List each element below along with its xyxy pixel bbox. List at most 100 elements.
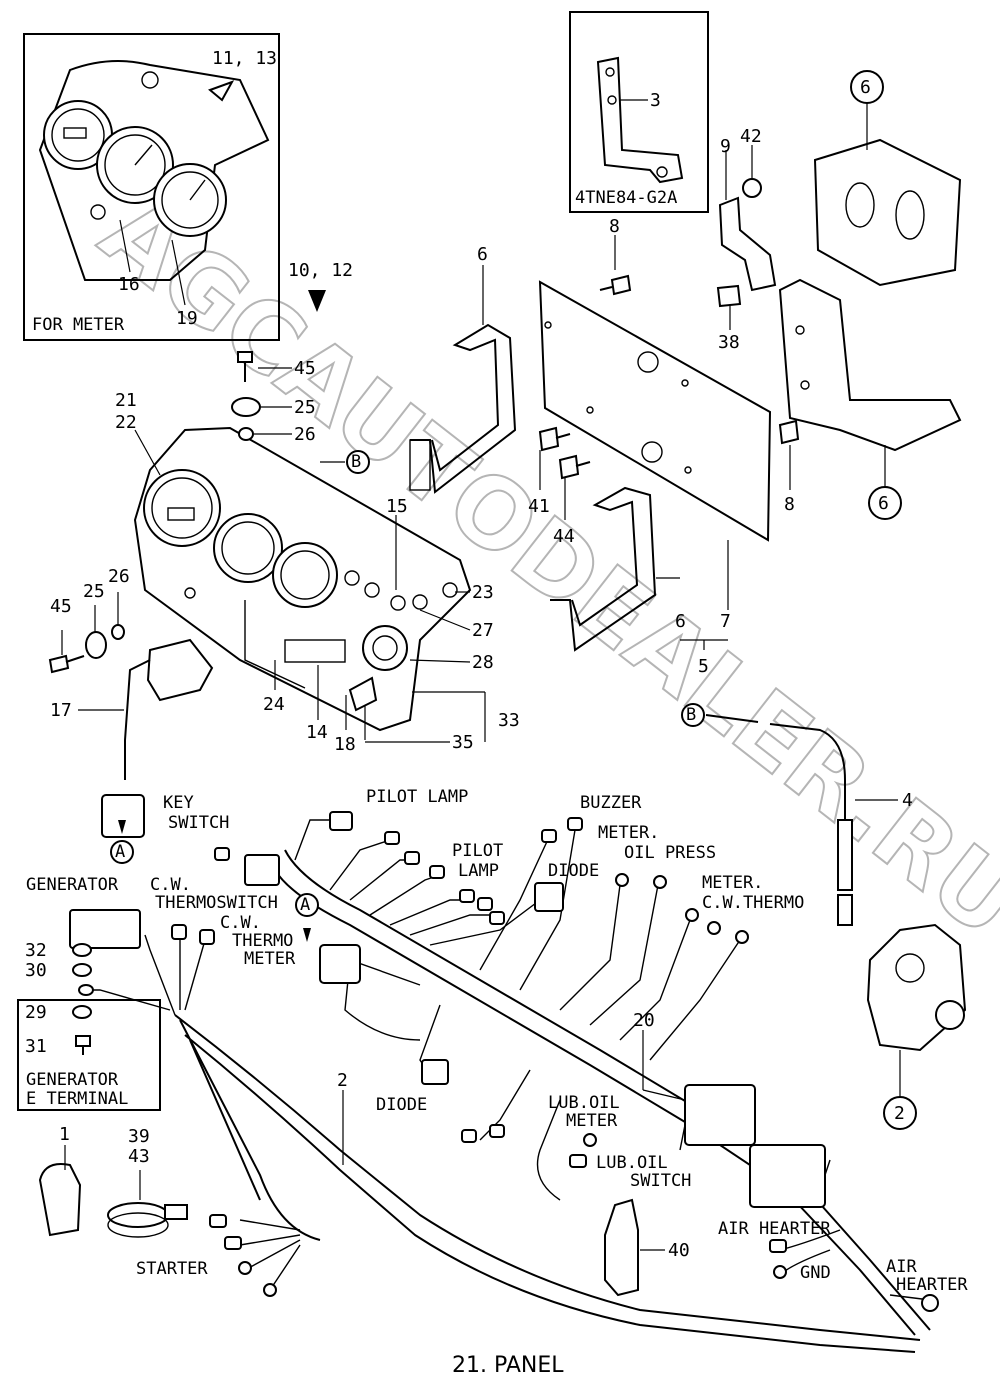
part-43: 43 <box>128 1146 150 1167</box>
washer-30 <box>72 963 92 977</box>
part-20: 20 <box>633 1010 655 1031</box>
cw-thermometer-label-2: THERMO <box>232 931 293 951</box>
pilot-lamp-top-label: PILOT LAMP <box>366 787 468 807</box>
gnd-label: GND <box>800 1263 831 1283</box>
part-2-b: 2 <box>894 1103 905 1124</box>
view-arrow-icon <box>208 80 235 102</box>
generator-e-terminal-label-2: E TERMINAL <box>26 1089 128 1109</box>
inset-generator-e-terminal: GENERATOR E TERMINAL <box>17 999 161 1111</box>
lub-oil-meter-label-2: METER <box>566 1111 618 1131</box>
lamp-socket-4 <box>412 594 428 610</box>
part-22: 22 <box>115 412 137 433</box>
inset-for-meter: 11, 13 16 19 FOR METER <box>23 33 280 341</box>
bracket-9 <box>718 196 777 292</box>
part-17: 17 <box>50 700 72 721</box>
part-28: 28 <box>472 652 494 673</box>
part-2-a: 2 <box>337 1070 348 1091</box>
meter-19-gauge <box>153 163 227 237</box>
cable-4 <box>681 703 853 926</box>
buzzer-label: BUZZER <box>580 793 642 813</box>
label-plate <box>284 639 346 663</box>
panel-mount-hole <box>184 587 196 599</box>
key-switch <box>348 625 408 712</box>
lamp-socket-3 <box>390 595 406 611</box>
meter-gauge-main <box>143 469 221 547</box>
part-44: 44 <box>553 526 575 547</box>
cw-thermometer-label-1: C.W. <box>220 913 261 933</box>
lub-oil-switch-label-2: SWITCH <box>630 1171 691 1191</box>
lamp-socket-2 <box>364 582 380 598</box>
diode-top-label: DIODE <box>548 861 599 881</box>
view-arrow-10-12-icon <box>308 290 326 312</box>
ref-b-circle <box>346 450 370 474</box>
pilot-lamp-label-1: PILOT <box>452 841 503 861</box>
part-3: 3 <box>650 90 661 111</box>
ref-b-label-2: B <box>686 705 696 725</box>
clamp-39-43 <box>107 1202 188 1238</box>
part-27: 27 <box>472 620 494 641</box>
ref-a-label-2: A <box>300 895 310 915</box>
leader-lines <box>61 145 898 1251</box>
oil-pressure-switch-2 <box>866 923 967 1052</box>
key-switch-label-1: KEY <box>163 793 194 813</box>
lamp-socket-1 <box>344 570 360 586</box>
boot-1 <box>38 1163 82 1237</box>
nut-32 <box>72 943 92 957</box>
ref-a-label-1: A <box>115 842 125 862</box>
cw-thermoswitch-label-2: THERMOSWITCH <box>155 893 278 913</box>
part-6-d: 6 <box>675 611 686 632</box>
part-14: 14 <box>306 722 328 743</box>
ref-a-circle-2 <box>295 893 319 917</box>
meter-cw-label-1: METER. <box>702 873 763 893</box>
part-31: 31 <box>25 1036 47 1057</box>
meter-oil-label-1: METER. <box>598 823 659 843</box>
part-29: 29 <box>25 1002 47 1023</box>
key-switch-label-2: SWITCH <box>168 813 229 833</box>
part-labels: 6 6 6 6 8 8 9 42 38 45 25 26 21 22 15 41… <box>25 77 913 1261</box>
part-1: 1 <box>59 1124 70 1145</box>
part-8-a: 8 <box>609 216 620 237</box>
part-6-c: 6 <box>878 493 889 514</box>
pilot-lamp-label-2: LAMP <box>458 861 499 881</box>
meter-gauge-center <box>96 126 174 204</box>
part-33: 33 <box>498 710 520 731</box>
cw-thermometer-label-3: METER <box>244 949 296 969</box>
part-11-13: 11, 13 <box>212 48 277 69</box>
part-6-a: 6 <box>477 244 488 265</box>
part-9: 9 <box>720 136 731 157</box>
panel-hole <box>442 582 458 598</box>
meter-opening <box>272 542 338 608</box>
part-4: 4 <box>902 790 913 811</box>
model-label: 4TNE84-G2A <box>575 188 677 208</box>
part-8-b: 8 <box>784 494 795 515</box>
part-32: 32 <box>25 940 47 961</box>
meter-cw-label-2: C.W.THERMO <box>702 893 804 913</box>
mounting-plate-7 <box>538 280 772 542</box>
part-10-12: 10, 12 <box>288 260 353 281</box>
meter-oil-label-2: OIL PRESS <box>624 843 716 863</box>
part-24: 24 <box>263 694 285 715</box>
bracket-right-6 <box>778 278 962 452</box>
part-7: 7 <box>720 611 731 632</box>
generator-e-terminal-label-1: GENERATOR <box>26 1070 119 1090</box>
part-26-b: 26 <box>108 566 130 587</box>
air-hearter-2-label-1: AIR <box>886 1257 917 1277</box>
part-25-b: 25 <box>83 581 105 602</box>
part-40: 40 <box>668 1240 690 1261</box>
part-18: 18 <box>334 734 356 755</box>
diode-bottom-label: DIODE <box>376 1095 427 1115</box>
part-19: 19 <box>176 308 198 329</box>
part-25-a: 25 <box>294 397 316 418</box>
part-15: 15 <box>386 496 408 517</box>
part-35: 35 <box>452 732 474 753</box>
part-6-b: 6 <box>860 77 871 98</box>
part-30: 30 <box>25 960 47 981</box>
part-5: 5 <box>698 656 709 677</box>
part-23: 23 <box>472 582 494 603</box>
cw-thermoswitch-label-1: C.W. <box>150 875 191 895</box>
clip-40 <box>604 1198 639 1297</box>
part-45-b: 45 <box>50 596 72 617</box>
air-hearter-label: AIR HEARTER <box>718 1219 831 1239</box>
wiring-harness <box>69 811 939 1353</box>
